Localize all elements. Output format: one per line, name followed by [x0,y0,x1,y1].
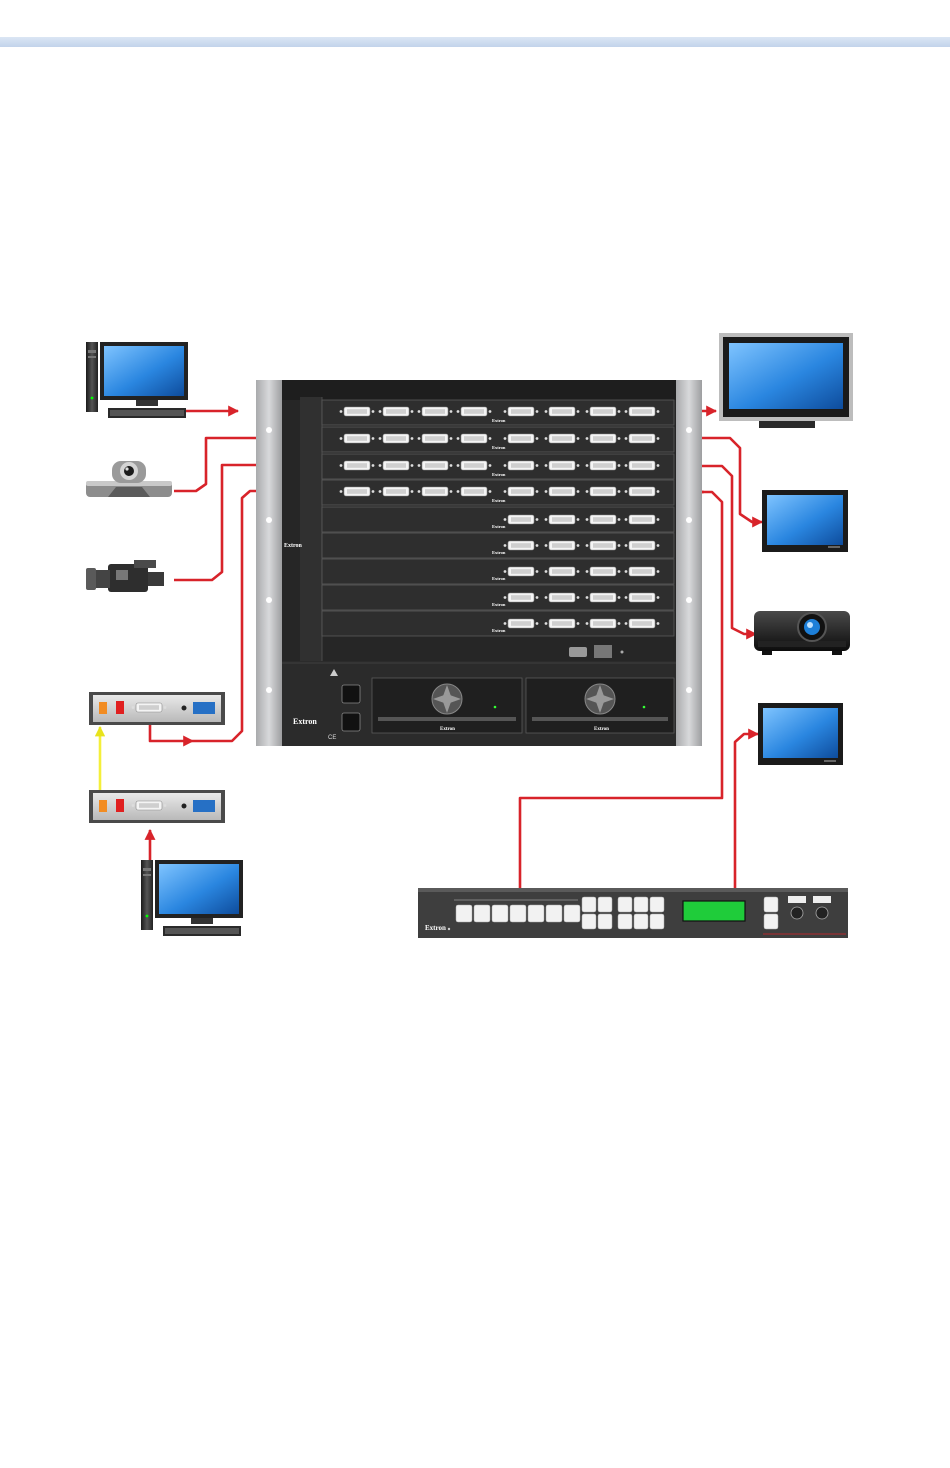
dvi-connector [340,487,375,496]
ethernet-port [594,645,612,658]
fan-module: Extron [372,678,522,733]
dvi-connector [545,515,580,524]
dvi-connector [340,407,375,416]
dvi-connector [625,487,660,496]
dvi-connector [625,434,660,443]
rs232-port [569,647,587,657]
matrix-rear-logo: Extron [293,717,317,726]
dvi-connector [504,541,539,550]
fan-logo: Extron [440,727,455,732]
projector-icon [754,611,850,655]
dvi-connector [586,515,621,524]
monitor-icon [762,490,848,552]
dvi-connector [504,515,539,524]
dvi-connector [504,593,539,602]
dvi-connector [545,567,580,576]
video-camera-icon [86,560,164,592]
dvi-connector [418,461,453,470]
dvi-connector [379,407,414,416]
dvi-connector [625,567,660,576]
dvi-connector [504,407,539,416]
dvi-connector [418,434,453,443]
dvi-connector [545,619,580,628]
ce-mark: CE [328,735,336,741]
dvi-connector [586,593,621,602]
dvi-connector [545,461,580,470]
rotary-knob [791,907,803,919]
rotary-knob [816,907,828,919]
dvi-extender-icon [89,692,225,725]
dvi-connector [545,407,580,416]
dvi-connector [504,461,539,470]
dvi-connector [625,541,660,550]
dvi-connector [418,407,453,416]
fan-logo: Extron [594,727,609,732]
dvi-connector [586,541,621,550]
dvi-connector [625,407,660,416]
ptz-camera-icon [86,461,172,497]
dvi-connector [457,487,492,496]
dvi-connector [379,434,414,443]
dvi-connector [625,619,660,628]
dvi-extender-icon [89,790,225,823]
dvi-connector [504,487,539,496]
dvi-connector [625,461,660,470]
dvi-connector [545,593,580,602]
power-inlet [342,685,360,703]
dvi-connector [340,461,375,470]
computer-icon [141,860,243,936]
dvi-connector [586,487,621,496]
dvi-connector [457,461,492,470]
flat-panel-display-icon [719,333,853,428]
cable-controller-to-display [735,734,758,890]
card-logo: Extron [492,524,506,529]
controller-logo: Extron [425,924,446,932]
control-panel-icon: Extron [418,888,848,938]
dvi-connector [586,461,621,470]
card-logo: Extron [492,550,506,555]
dvi-connector [545,434,580,443]
dvi-connector [625,515,660,524]
card-cage [322,400,674,636]
power-inlet [342,713,360,731]
fan-module: Extron [526,678,674,733]
dvi-connector [625,593,660,602]
dvi-connector [418,487,453,496]
dvi-connector [379,461,414,470]
dvi-connector [504,434,539,443]
monitor-icon [758,703,843,765]
card-logo: Extron [492,602,506,607]
dvi-connector [379,487,414,496]
dvi-connector [504,619,539,628]
card-logo: Extron [492,628,506,633]
dvi-connector [586,407,621,416]
matrix-side-logo: Extron [284,543,303,549]
dvi-connector [586,619,621,628]
dvi-connector [545,487,580,496]
lcd-display [683,901,745,921]
card-logo: Extron [492,498,506,503]
dvi-connector [586,567,621,576]
dvi-connector [504,567,539,576]
dvi-connector [340,434,375,443]
card-logo: Extron [492,576,506,581]
card-logo: Extron [492,445,506,450]
dvi-connector [545,541,580,550]
dvi-connector [457,407,492,416]
dvi-connector [586,434,621,443]
dvi-connector [457,434,492,443]
card-logo: Extron [492,472,506,477]
card-logo: Extron [492,418,506,423]
computer-icon [86,342,188,418]
